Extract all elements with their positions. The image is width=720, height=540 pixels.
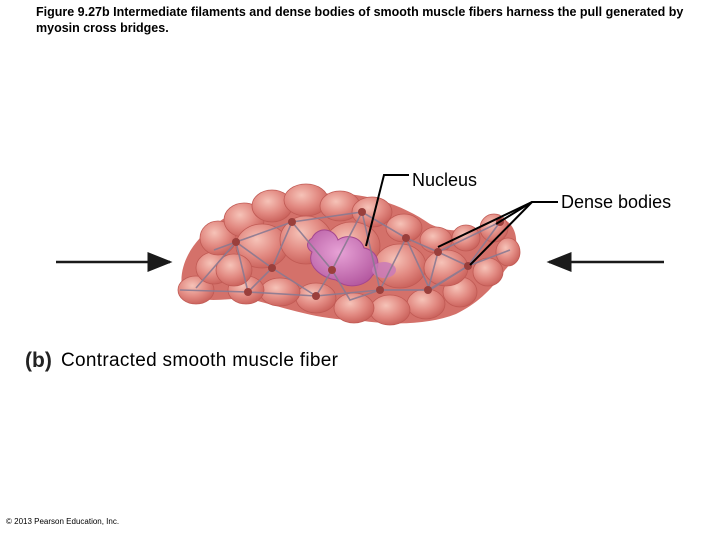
nucleus-leader-line [365,174,409,247]
leader-lines [365,174,558,266]
dense-bodies [232,208,504,300]
dense-bodies-leader-line-2 [469,201,533,266]
panel-title: Contracted smooth muscle fiber [61,350,339,371]
dense-bodies-leader-line-3 [495,201,533,225]
figure-caption: Figure 9.27b Intermediate filaments and … [36,5,684,35]
nucleus-label: Nucleus [412,170,478,190]
dense-bodies-label: Dense bodies [561,192,672,212]
nucleus [307,229,396,287]
copyright-notice: © 2013 Pearson Education, Inc. [6,517,120,526]
panel-letter: (b) [25,349,52,372]
